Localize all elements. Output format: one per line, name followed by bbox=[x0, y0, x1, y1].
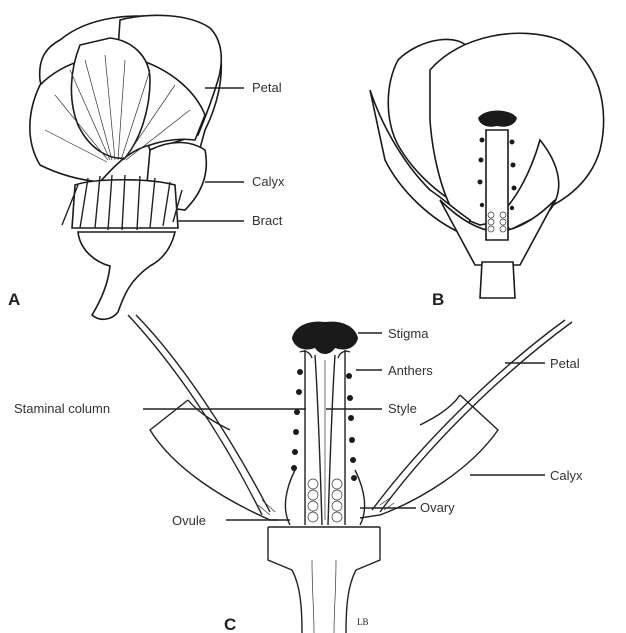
label-a-bract: Bract bbox=[252, 213, 283, 228]
label-c-stigma: Stigma bbox=[388, 326, 429, 341]
label-a-petal: Petal bbox=[252, 80, 282, 95]
label-c-ovule: Ovule bbox=[172, 513, 206, 528]
label-c-staminal-column: Staminal column bbox=[14, 401, 110, 416]
label-a-calyx: Calyx bbox=[252, 174, 285, 189]
panel-b-flower-cut-view bbox=[370, 33, 604, 298]
panel-label-a: A bbox=[8, 290, 20, 309]
panel-label-c: C bbox=[224, 615, 236, 633]
artist-signature: LB bbox=[357, 617, 369, 627]
label-c-anthers: Anthers bbox=[388, 363, 433, 378]
label-c-calyx: Calyx bbox=[550, 468, 583, 483]
label-c-style: Style bbox=[388, 401, 417, 416]
label-c-ovary: Ovary bbox=[420, 500, 455, 515]
panel-label-b: B bbox=[432, 290, 444, 309]
panel-a-flower-side-view bbox=[30, 15, 221, 319]
label-c-petal: Petal bbox=[550, 356, 580, 371]
